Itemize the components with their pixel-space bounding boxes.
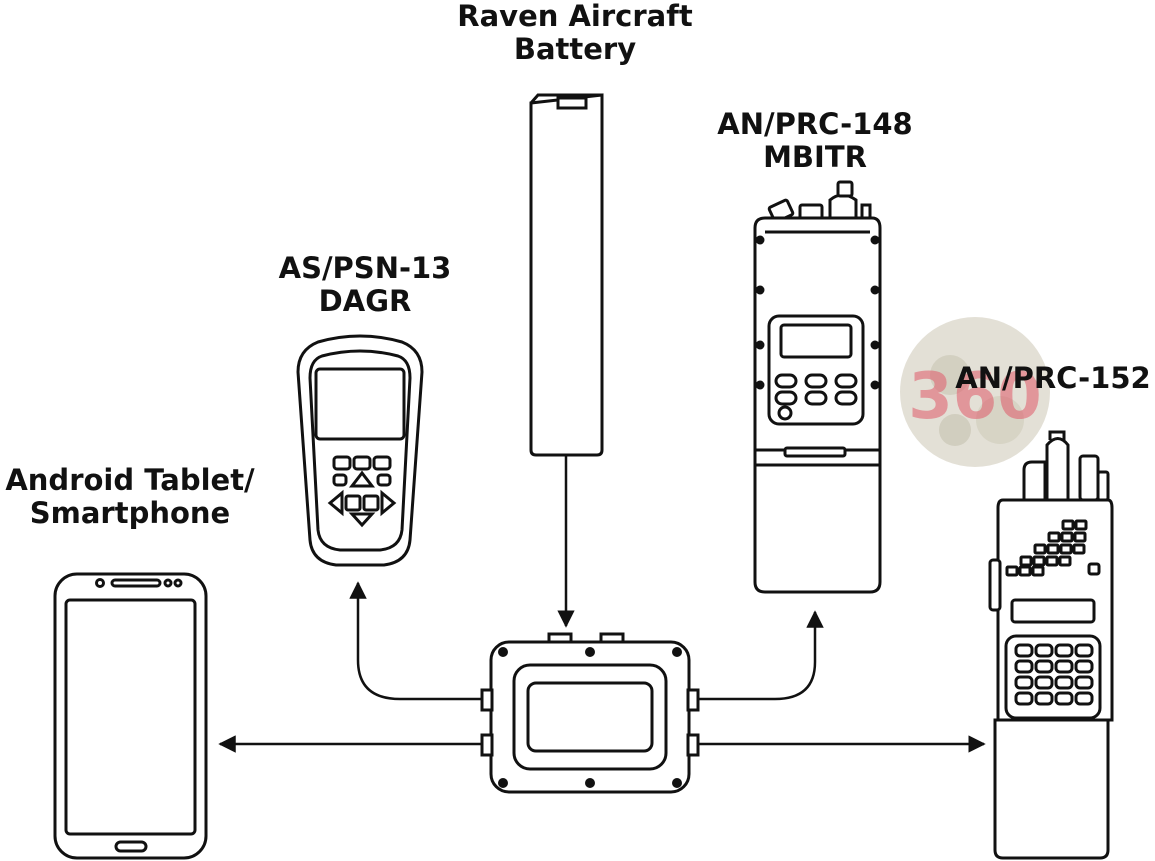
dagr-illustration (296, 334, 424, 567)
label-line: AS/PSN-13 (278, 251, 452, 285)
label-line: DAGR (318, 284, 412, 318)
connection-arrows (218, 455, 986, 753)
label-line: AN/PRC-148 (717, 107, 913, 141)
label-android-tablet-smartphone: Android Tablet/ Smartphone (0, 464, 260, 530)
raven-battery-illustration (529, 93, 604, 457)
label-line: MBITR (763, 140, 867, 174)
label-as-psn-13-dagr: AS/PSN-13 DAGR (250, 252, 480, 318)
prc152-illustration (988, 430, 1114, 860)
arrow-hub-to-dagr (349, 581, 482, 701)
smartphone-illustration (53, 572, 208, 860)
label-line: AN/PRC-152 (955, 361, 1151, 395)
hub-box (480, 632, 700, 794)
prc148-illustration (753, 180, 882, 594)
label-line: Battery (513, 32, 637, 66)
watermark-disc: 360 (900, 317, 1050, 467)
label-an-prc-148-mbitr: AN/PRC-148 MBITR (680, 108, 950, 174)
watermark-text: 360 (908, 360, 1042, 434)
label-line: Raven Aircraft (457, 0, 693, 33)
label-line: Smartphone (29, 496, 231, 530)
arrow-hub-to-prc148 (698, 610, 824, 701)
label-raven-aircraft-battery: Raven Aircraft Battery (410, 0, 740, 66)
label-line: Android Tablet/ (5, 463, 255, 497)
label-an-prc-152: AN/PRC-152 (948, 362, 1155, 395)
